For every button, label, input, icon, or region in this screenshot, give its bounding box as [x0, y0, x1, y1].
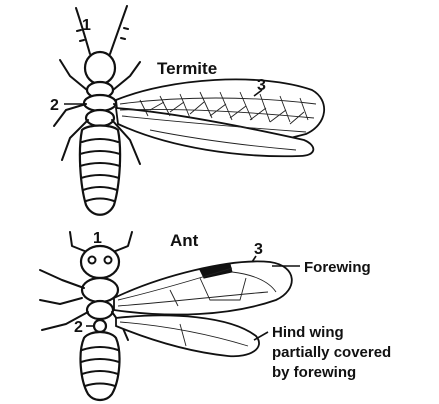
termite-wing	[116, 79, 324, 156]
termite-title: Termite	[157, 59, 217, 78]
termite-thorax-mid	[84, 95, 116, 111]
termite-figure: 1 2 3 Termite	[50, 6, 324, 215]
ant-figure: 1 2 3 Ant Forewing Hind wing partially c…	[40, 230, 391, 400]
ant-gaster	[81, 332, 120, 400]
ant-petiole	[94, 320, 106, 332]
ant-hindwing-label-line-2: partially covered	[272, 344, 391, 361]
ant-label-waist: 2	[74, 319, 83, 336]
termite-thorax-rear	[86, 110, 114, 126]
termite-head	[85, 52, 115, 84]
ant-wings	[114, 261, 292, 356]
ant-label-wing: 3	[254, 241, 263, 258]
ant-thorax-rear	[87, 301, 113, 319]
ant-hindwing	[116, 315, 259, 356]
termite-abdomen	[80, 126, 120, 215]
termite-label-antenna: 1	[82, 17, 91, 34]
termite-label-waist: 2	[50, 97, 59, 114]
ant-hindwing-label-line-3: by forewing	[272, 364, 356, 381]
ant-title: Ant	[170, 231, 199, 250]
ant-head	[81, 246, 119, 278]
ant-forewing-label: Forewing	[304, 259, 371, 276]
ant-hindwing-label-line-1: Hind wing	[272, 324, 344, 341]
termite-label-wing: 3	[257, 77, 266, 94]
ant-label-antenna: 1	[93, 230, 102, 247]
ant-thorax-front	[82, 278, 118, 302]
